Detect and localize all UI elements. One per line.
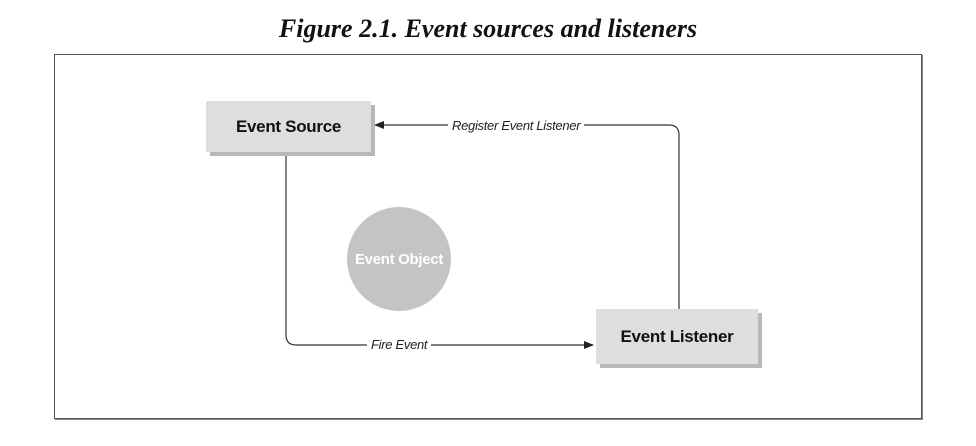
event-source-label: Event Source bbox=[235, 116, 342, 136]
register-connector bbox=[374, 121, 680, 309]
event-object-circle: Event Object bbox=[347, 207, 451, 311]
register-event-listener-label: Register Event Listener bbox=[448, 118, 585, 133]
event-listener-label: Event Listener bbox=[620, 326, 734, 346]
diagram-frame: Event Source Event Object Event Listener… bbox=[54, 54, 922, 419]
event-object-label: Event Object bbox=[354, 250, 444, 268]
fire-connector bbox=[285, 152, 594, 349]
event-listener-box: Event Listener bbox=[596, 309, 758, 364]
fire-event-label: Fire Event bbox=[367, 337, 432, 352]
event-source-box: Event Source bbox=[206, 101, 371, 152]
connector-lines bbox=[285, 121, 680, 349]
figure-caption: Figure 2.1. Event sources and listeners bbox=[278, 14, 698, 43]
